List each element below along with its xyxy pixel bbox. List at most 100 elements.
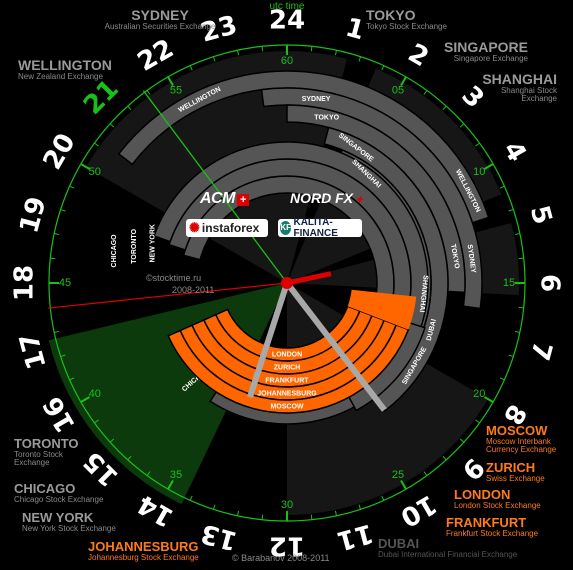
city-name: DUBAI bbox=[378, 536, 420, 551]
ring-label: TORONTO bbox=[131, 228, 138, 263]
minute-tick bbox=[358, 504, 362, 510]
city-zurich: ZURICH Swiss Exchange bbox=[486, 461, 570, 483]
city-wellington: WELLINGTON New Zealand Exchange bbox=[18, 58, 138, 81]
hour-number: 20 bbox=[38, 129, 82, 175]
minute-mark: 60 bbox=[281, 55, 293, 67]
current-time-line bbox=[142, 90, 288, 284]
city-name: TORONTO bbox=[14, 436, 79, 451]
minute-tick bbox=[60, 208, 66, 212]
minute-tick bbox=[508, 208, 514, 212]
hour-number: 7 bbox=[524, 338, 558, 363]
city-newyork: NEW YORK New York Stock Exchange bbox=[22, 511, 152, 533]
minute-tick bbox=[80, 163, 91, 170]
city-name: TOKYO bbox=[366, 7, 416, 23]
city-name: FRANKFURT bbox=[446, 515, 527, 530]
minute-tick bbox=[167, 76, 174, 87]
exchange-name: Frankfurt Stock Exchange bbox=[446, 528, 539, 538]
minute-tick bbox=[127, 105, 132, 111]
city-dubai: DUBAI Dubai International Financial Exch… bbox=[378, 537, 573, 559]
minute-tick bbox=[94, 142, 99, 147]
kalita-icon: KF bbox=[280, 221, 292, 235]
exchange-name: Shanghai Stock Exchange bbox=[500, 85, 557, 104]
minute-tick bbox=[518, 257, 524, 260]
minute-tick bbox=[69, 185, 75, 189]
plus-icon: + bbox=[236, 194, 249, 206]
minute-tick bbox=[483, 396, 494, 403]
exchange-name: Toronto Stock Exchange bbox=[14, 449, 63, 468]
minute-tick bbox=[508, 354, 514, 358]
minute-tick bbox=[167, 479, 174, 490]
city-name: ZURICH bbox=[486, 460, 536, 475]
minute-mark: 25 bbox=[392, 469, 404, 481]
second-hand bbox=[286, 271, 332, 286]
minute-mark: 40 bbox=[89, 388, 101, 400]
acm-logo[interactable]: ACM+ bbox=[200, 190, 249, 208]
city-johannesburg: JOHANNESBURG Johannesburg Stock Exchange bbox=[88, 540, 228, 562]
minute-mark: 05 bbox=[392, 85, 404, 97]
hour-number: 4 bbox=[497, 136, 532, 167]
hand-pivot bbox=[281, 277, 293, 289]
hour-number: 17 bbox=[14, 330, 52, 373]
minute-mark: 55 bbox=[170, 85, 182, 97]
minute-tick bbox=[54, 233, 60, 236]
minute-tick bbox=[54, 330, 60, 333]
city-toronto: TORONTO Toronto Stock Exchange bbox=[14, 437, 94, 467]
exchange-name: New Zealand Exchange bbox=[18, 71, 103, 81]
hour-number: 9 bbox=[456, 452, 490, 486]
city-sydney: SYDNEY Australian Securities Exchange bbox=[100, 8, 220, 31]
active-session-label: JOHANNESBURG bbox=[257, 390, 317, 397]
ring-label: SYDNEY bbox=[466, 244, 477, 274]
minute-tick bbox=[400, 479, 407, 490]
minute-tick bbox=[189, 495, 193, 501]
exchange-name: Swiss Exchange bbox=[486, 473, 545, 483]
minute-tick bbox=[146, 471, 151, 476]
active-session-label: MOSCOW bbox=[270, 403, 303, 410]
hour-hand bbox=[284, 281, 387, 412]
utc-time-label: utc time bbox=[269, 1, 305, 12]
city-name: WELLINGTON bbox=[18, 57, 112, 73]
minute-tick bbox=[189, 65, 193, 71]
ring-label: SYDNEY bbox=[302, 96, 331, 103]
exchange-name: Australian Securities Exchange bbox=[104, 21, 216, 31]
active-session-label: LONDON bbox=[272, 351, 302, 358]
ring-label: TOKYO bbox=[314, 115, 339, 122]
minute-tick bbox=[127, 455, 132, 461]
instaforex-logo[interactable]: ✺instaforex bbox=[186, 219, 268, 237]
city-tokyo: TOKYO Tokyo Stock Exchange bbox=[366, 8, 486, 31]
minute-tick bbox=[459, 123, 465, 128]
session-ring[interactable] bbox=[153, 141, 429, 425]
minute-tick bbox=[475, 419, 480, 424]
city-shanghai: SHANGHAI Shanghai Stock Exchange bbox=[437, 72, 557, 103]
instaforex-text: instaforex bbox=[201, 221, 260, 235]
minute-mark: 15 bbox=[503, 277, 515, 289]
minute-tick bbox=[475, 142, 480, 147]
minute-tick bbox=[261, 46, 264, 52]
minute-tick bbox=[109, 438, 115, 443]
minute-tick bbox=[499, 185, 505, 189]
city-london: LONDON London Stock Exchange bbox=[454, 488, 570, 510]
minute-tick bbox=[212, 56, 216, 62]
minute-tick bbox=[381, 65, 385, 71]
minute-tick bbox=[310, 46, 313, 52]
minute-tick bbox=[310, 514, 313, 520]
hour-number: 18 bbox=[10, 265, 40, 301]
minute-tick bbox=[381, 495, 385, 501]
minute-tick bbox=[442, 105, 447, 111]
ring-label: CHICAGO bbox=[111, 234, 118, 268]
city-moscow: MOSCOW Moscow Interbank Currency Exchang… bbox=[486, 424, 570, 454]
minute-tick bbox=[212, 504, 216, 510]
minute-tick bbox=[69, 377, 75, 381]
session-ring[interactable] bbox=[117, 70, 490, 224]
site-credit[interactable]: ©stocktime.ru bbox=[146, 273, 202, 283]
minute-tick bbox=[237, 50, 240, 56]
ring-label: NEW YORK bbox=[150, 224, 157, 262]
nordfx-logo[interactable]: NORD FX✦ bbox=[290, 190, 363, 206]
exchange-name: London Stock Exchange bbox=[454, 500, 541, 510]
minute-tick bbox=[334, 50, 337, 56]
red-time-line bbox=[48, 280, 305, 309]
star-icon: ✦ bbox=[355, 195, 364, 206]
minute-tick bbox=[514, 233, 520, 236]
active-session-ring[interactable] bbox=[167, 323, 410, 414]
